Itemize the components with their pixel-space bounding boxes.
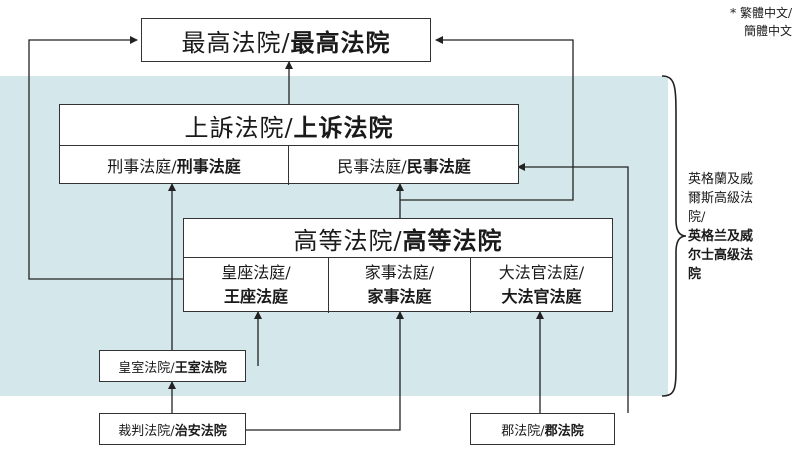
criminal-division: 刑事法庭/刑事法庭	[107, 157, 241, 176]
county-court-box: 郡法院/郡法院	[470, 413, 615, 445]
supreme-court-box: 最高法院/最高法院	[141, 18, 431, 62]
language-note: * 繁體中文/ 簡體中文	[730, 6, 792, 38]
brace-shape	[661, 75, 687, 397]
asterisk: *	[730, 6, 737, 20]
civil-division: 民事法庭/民事法庭	[337, 157, 471, 176]
family-division: 家事法庭/家事法庭	[364, 263, 435, 306]
high-court-box: 高等法院/高等法院 皇座法庭/王座法庭 家事法庭/家事法庭 大法官法庭/大法官法…	[183, 218, 613, 313]
crown-court-box: 皇室法院/王室法院	[99, 350, 246, 382]
court-of-appeal-box: 上訴法院/上诉法院 刑事法庭/刑事法庭 民事法庭/民事法庭	[59, 104, 519, 185]
queens-bench-division: 皇座法庭/王座法庭	[221, 263, 291, 306]
court-of-appeal-label: 上訴法院/上诉法院	[184, 112, 394, 142]
chancery-division: 大法官法庭/大法官法庭	[498, 263, 585, 306]
magistrates-court-box: 裁判法院/治安法院	[99, 413, 246, 445]
supreme-court-label: 最高法院/最高法院	[181, 27, 391, 57]
senior-courts-label: 英格蘭及威 爾斯高級法 院/ 英格兰及威 尔士高级法 院	[688, 172, 754, 282]
high-court-label: 高等法院/高等法院	[293, 225, 503, 255]
